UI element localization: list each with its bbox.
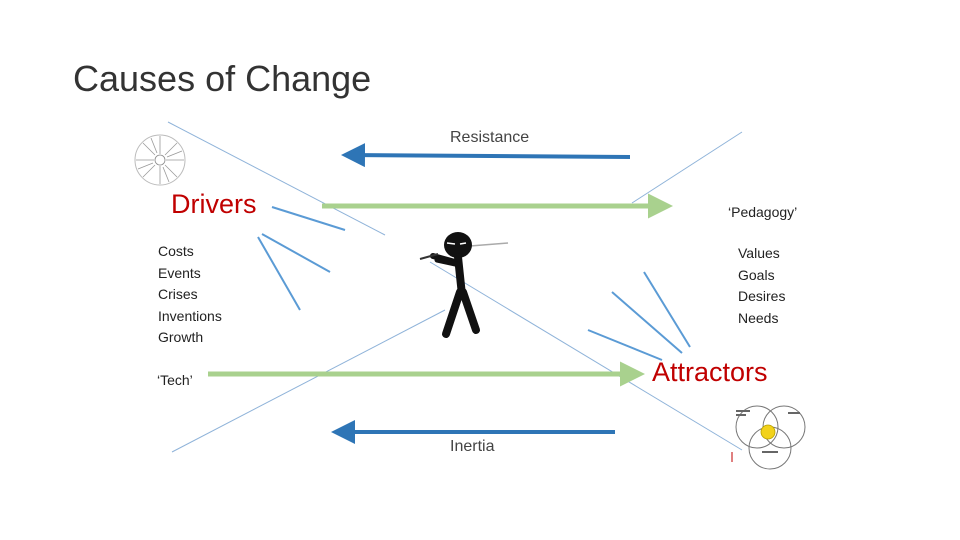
drivers-list-item: Events — [158, 264, 201, 281]
drivers-list-item: Inventions — [158, 307, 222, 324]
attractor-ray-3 — [587, 329, 663, 361]
resistance-arrow — [341, 143, 631, 168]
driver-ray-2 — [261, 233, 331, 273]
drivers-list-item: Costs — [158, 243, 194, 259]
attractors-list-item: Goals — [738, 266, 775, 283]
tech-label: ‘Tech’ — [157, 372, 193, 388]
attractor-ray-1 — [643, 271, 691, 348]
slide-title: Causes of Change — [73, 58, 372, 99]
attractors-list-item: Desires — [738, 288, 786, 305]
frame-line-bottom-right — [429, 261, 743, 451]
resistance-label: Resistance — [450, 129, 530, 146]
pedagogy-label: ‘Pedagogy’ — [728, 204, 798, 220]
frame-line-top-left — [167, 121, 386, 236]
driver-ray-3 — [257, 236, 301, 311]
attractors-list-item: Values — [738, 245, 780, 261]
drivers-list-item: Growth — [158, 329, 204, 346]
stick-figure-pulling-rope-icon — [419, 232, 509, 338]
frame-line-top-right — [631, 131, 743, 204]
drivers-heading: Drivers — [171, 189, 257, 219]
attractors-list: Values Goals Desires Needs — [738, 243, 785, 329]
drivers-list-item: Crises — [158, 286, 198, 303]
venn-diagram-icon — [731, 405, 806, 470]
inertia-label: Inertia — [450, 438, 495, 455]
drivers-list: Costs Events Crises Inventions Growth — [158, 241, 222, 349]
starburst-diagram-icon — [134, 134, 186, 186]
attractors-heading: Attractors — [652, 357, 768, 387]
driver-ray-1 — [271, 206, 346, 231]
attractor-ray-2 — [611, 291, 683, 354]
frame-line-bottom-left — [171, 309, 446, 453]
attractors-list-item: Needs — [738, 309, 779, 326]
